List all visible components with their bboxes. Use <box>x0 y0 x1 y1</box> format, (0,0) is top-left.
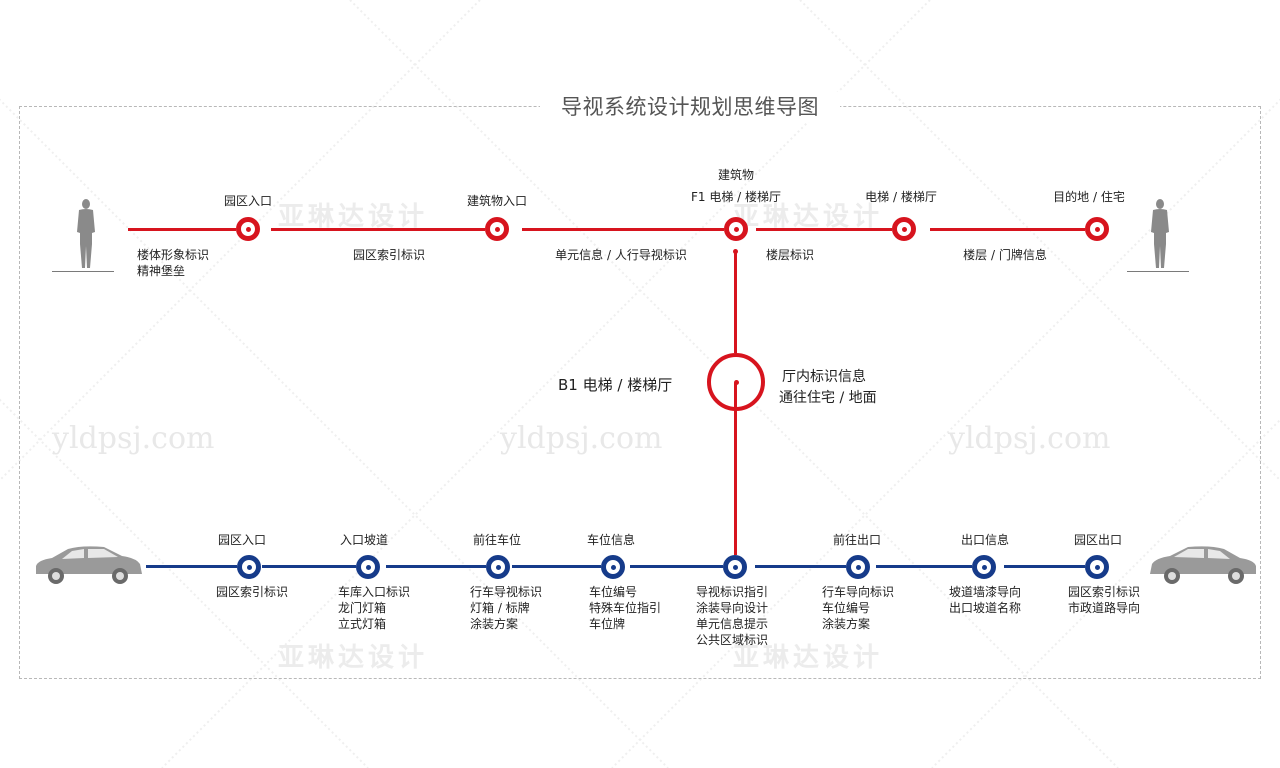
vehicle-node-title: 前往出口 <box>832 533 882 547</box>
vehicle-node-notes: 园区索引标识 市政道路导向 <box>1068 585 1141 615</box>
node-title: 目的地 / 住宅 <box>1053 190 1125 204</box>
watermark-url: yldpsj.com <box>52 421 215 456</box>
vehicle-line-segment <box>630 565 723 568</box>
car-icon <box>36 546 142 584</box>
vehicle-line-segment <box>876 565 972 568</box>
vehicle-node[interactable] <box>486 555 510 579</box>
pedestrian-node[interactable] <box>892 217 916 241</box>
vehicle-node-title: 前往车位 <box>472 533 522 547</box>
watermark-cn: 亚琳达设计 <box>733 643 884 673</box>
vehicle-line-segment <box>512 565 601 568</box>
pedestrian-line-segment <box>522 228 724 231</box>
vehicle-line-segment <box>755 565 846 568</box>
connector-line <box>734 383 737 555</box>
watermark-cn: 亚琳达设计 <box>278 202 429 232</box>
node-title: 建筑物 <box>717 168 755 182</box>
node-title: 园区入口 <box>223 194 273 208</box>
vehicle-node-notes: 坡道墙漆导向 出口坡道名称 <box>949 585 1022 615</box>
vehicle-node-title: 车位信息 <box>586 533 636 547</box>
pedestrian-line-segment <box>930 228 1085 231</box>
vehicle-node-notes: 车位编号 特殊车位指引 车位牌 <box>589 585 662 631</box>
vehicle-line-segment <box>386 565 486 568</box>
car-icon <box>1150 546 1256 584</box>
vehicle-line-segment <box>146 565 237 568</box>
node-note: 园区索引标识 <box>352 248 426 262</box>
vehicle-node[interactable] <box>972 555 996 579</box>
vehicle-node[interactable] <box>601 555 625 579</box>
vehicle-node-notes: 园区索引标识 <box>216 585 289 599</box>
person-icon <box>77 199 95 268</box>
pedestrian-node[interactable] <box>485 217 509 241</box>
vehicle-node-title: 园区入口 <box>217 533 267 547</box>
vehicle-node-title: 出口信息 <box>960 533 1010 547</box>
pedestrian-node[interactable] <box>724 217 748 241</box>
node-title: 电梯 / 楼梯厅 <box>865 190 937 204</box>
vehicle-line-segment <box>1004 565 1085 568</box>
vehicle-node[interactable] <box>356 555 380 579</box>
connector-dot <box>733 249 738 254</box>
vehicle-line-segment <box>262 565 356 568</box>
node-title: 建筑物入口 <box>466 194 528 208</box>
vehicle-node[interactable] <box>237 555 261 579</box>
pedestrian-line-segment <box>128 228 236 231</box>
ground-line <box>52 271 114 272</box>
diagram-title: 导视系统设计规划思维导图 <box>540 92 840 122</box>
b1-label: B1 电梯 / 楼梯厅 <box>558 376 673 394</box>
vehicle-node-title: 入口坡道 <box>339 533 389 547</box>
watermark-cn: 亚琳达设计 <box>278 643 429 673</box>
vehicle-node-notes: 行车导向标识 车位编号 涂装方案 <box>822 585 895 631</box>
node-title: F1 电梯 / 楼梯厅 <box>690 190 782 204</box>
vehicle-node-notes: 车库入口标识 龙门灯箱 立式灯箱 <box>338 585 411 631</box>
pedestrian-node[interactable] <box>1085 217 1109 241</box>
watermark-cn: 亚琳达设计 <box>733 202 884 232</box>
node-note: 单元信息 / 人行导视标识 <box>555 248 687 262</box>
vehicle-node-notes: 行车导视标识 灯箱 / 标牌 涂装方案 <box>470 585 543 631</box>
node-note: 楼层标识 <box>765 248 815 262</box>
pedestrian-node[interactable] <box>236 217 260 241</box>
connector-line <box>734 252 737 353</box>
pedestrian-line-segment <box>271 228 485 231</box>
vehicle-node[interactable] <box>1085 555 1109 579</box>
person-icon <box>1151 199 1169 268</box>
node-note: 楼层 / 门牌信息 <box>963 248 1047 262</box>
b1-notes: 厅内标识信息 通往住宅 / 地面 <box>779 369 877 406</box>
watermark-url: yldpsj.com <box>500 421 663 456</box>
vehicle-node-notes: 导视标识指引 涂装导向设计 单元信息提示 公共区域标识 <box>696 585 769 647</box>
vehicle-node-title: 园区出口 <box>1073 533 1123 547</box>
start-note: 楼体形象标识 精神堡垒 <box>137 248 210 278</box>
ground-line <box>1127 271 1189 272</box>
watermark-url: yldpsj.com <box>948 421 1111 456</box>
pedestrian-line-segment <box>756 228 892 231</box>
vehicle-node[interactable] <box>723 555 747 579</box>
vehicle-node[interactable] <box>846 555 870 579</box>
